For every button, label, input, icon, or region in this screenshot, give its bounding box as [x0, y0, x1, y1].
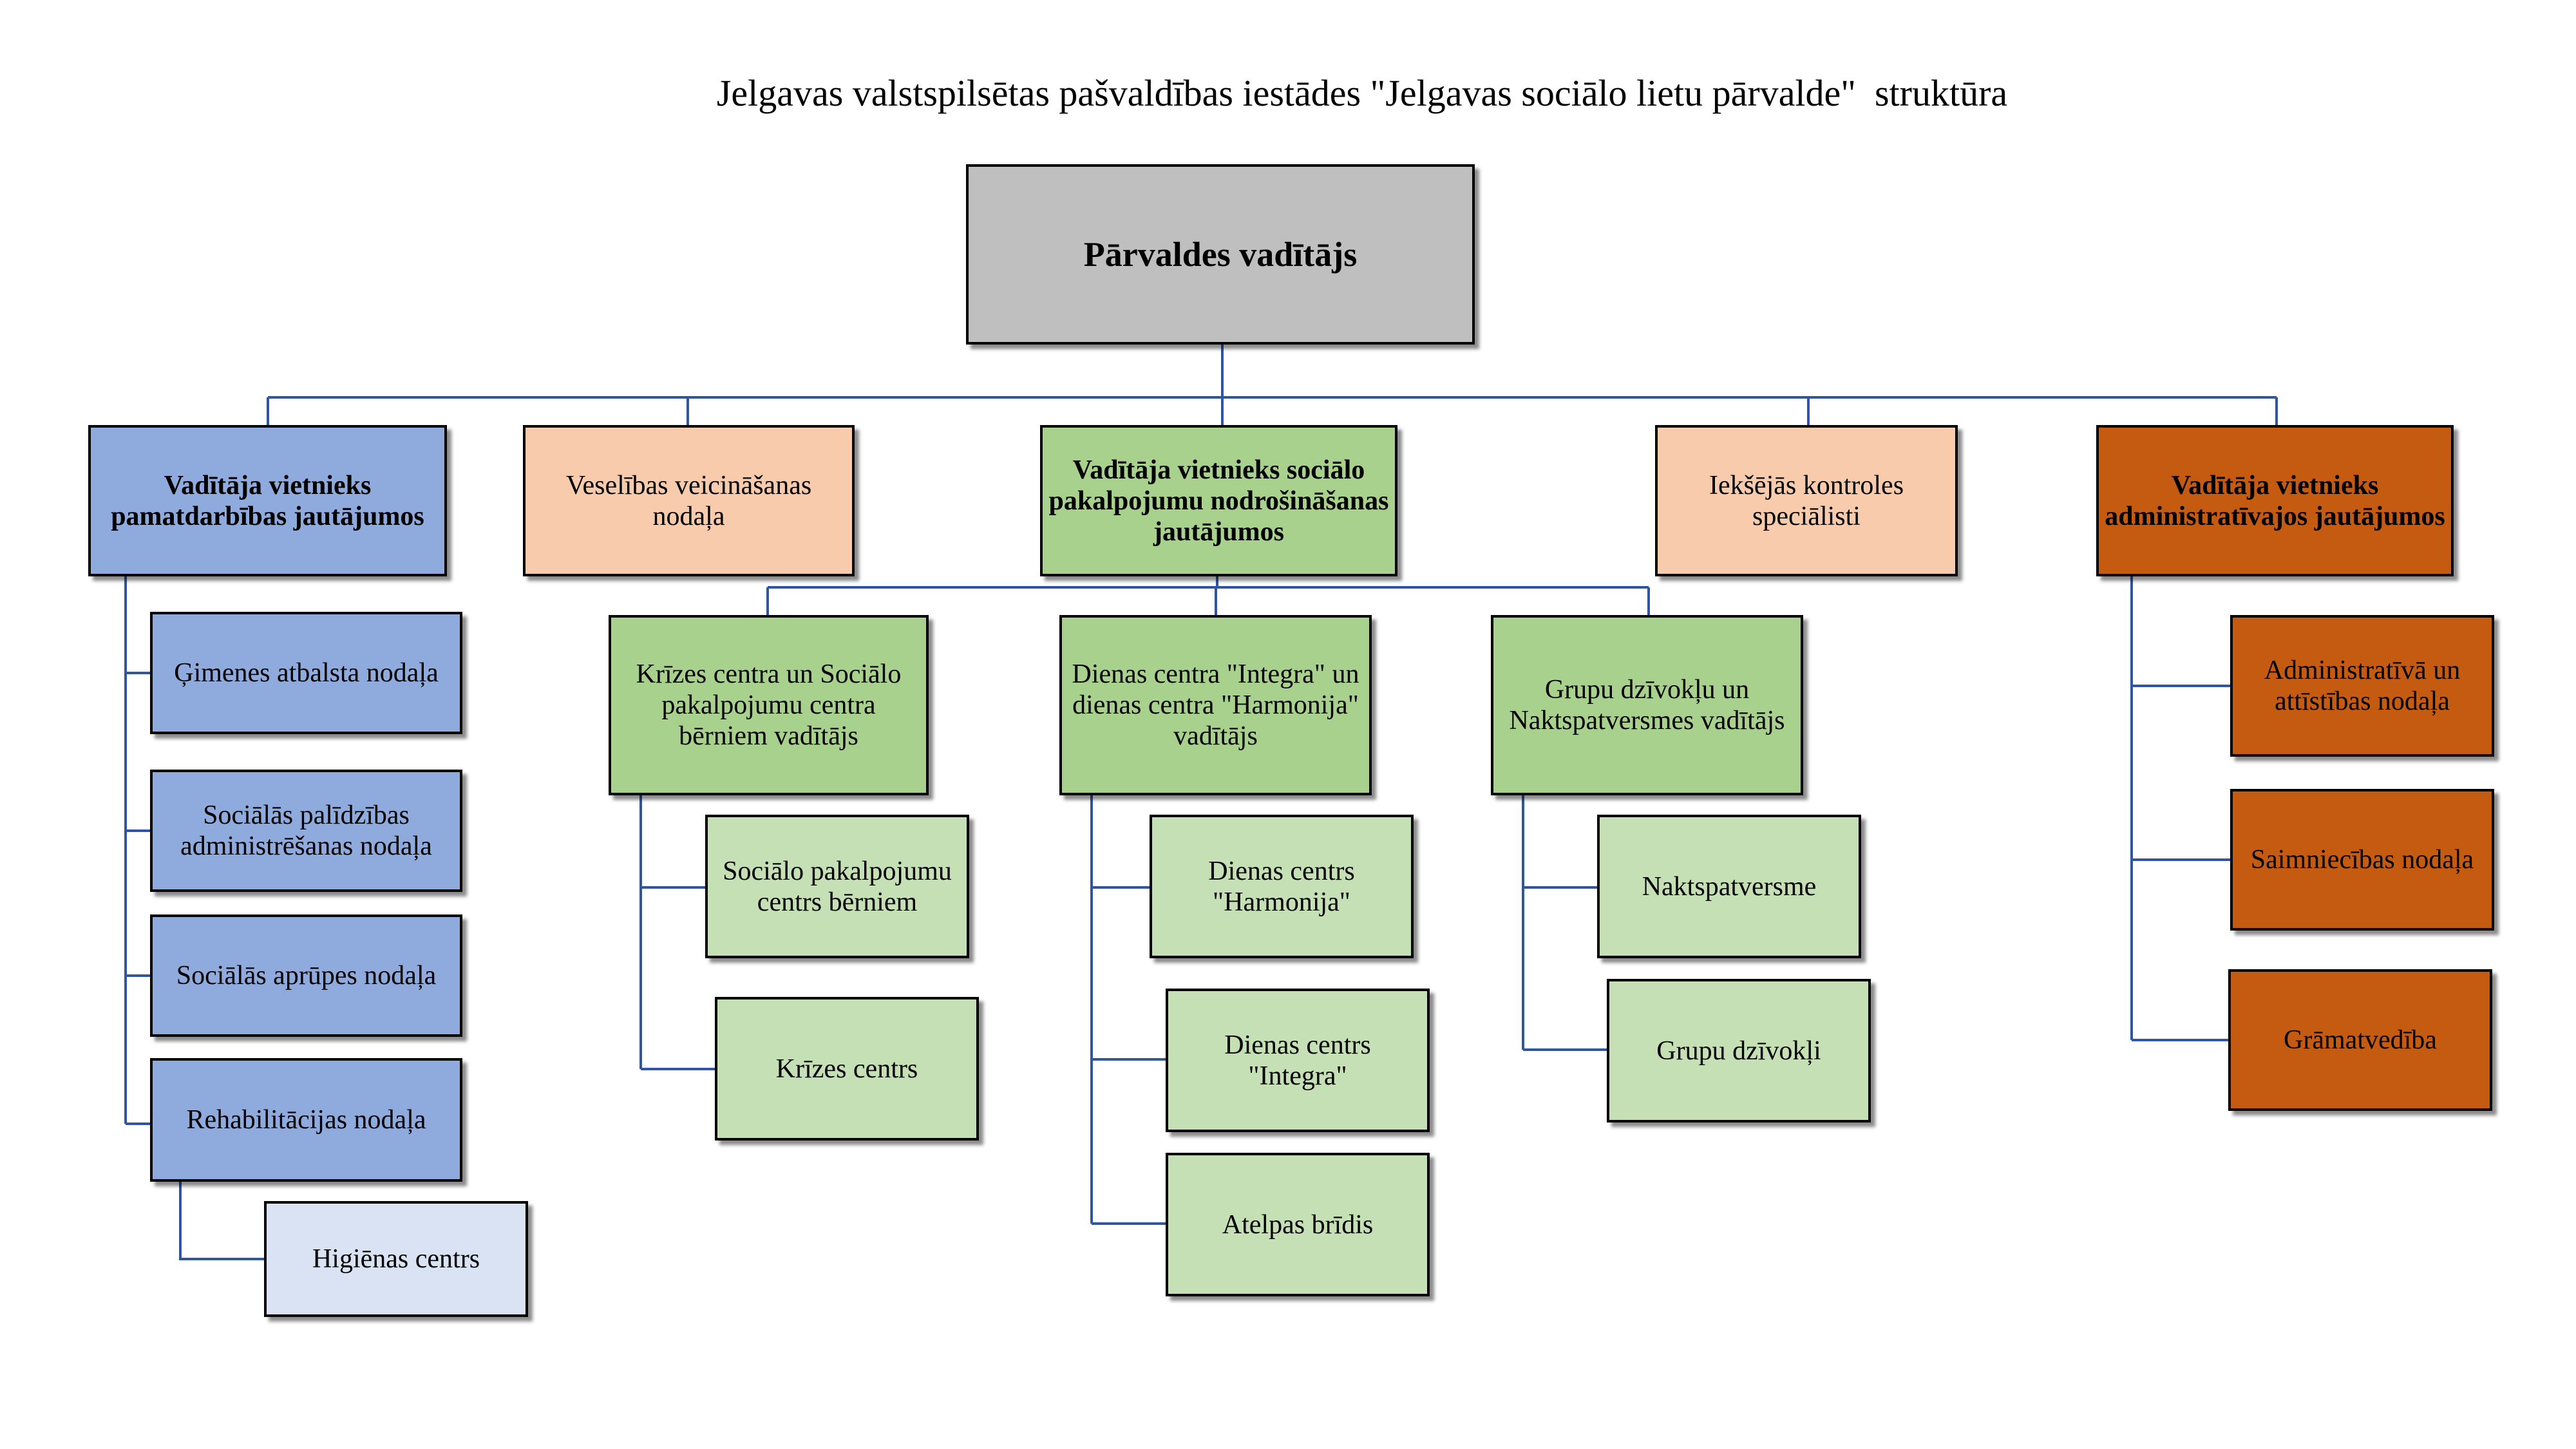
- connector-deputy-social: [766, 575, 1650, 615]
- node-atelpa: Atelpas brīdis: [1166, 1153, 1430, 1296]
- node-group-apartments: Grupu dzīvokļi: [1607, 979, 1871, 1122]
- connector-group-head: [1522, 795, 1607, 1051]
- node-health-promotion: Veselības veicināšanas nodaļa: [523, 425, 855, 576]
- connector-root-bus: [267, 345, 2278, 425]
- node-family-support: Ģimenes atbalsta nodaļa: [150, 612, 462, 734]
- node-rehabilitation: Rehabilitācijas nodaļa: [150, 1058, 462, 1182]
- node-household: Saimniecības nodaļa: [2230, 789, 2494, 931]
- diagram-title: Jelgavas valstspilsētas pašvaldības iest…: [716, 72, 2008, 114]
- node-crisis-center: Krīzes centrs: [715, 997, 979, 1141]
- node-children-center: Sociālo pakalpojumu centrs bērniem: [705, 815, 969, 958]
- node-crisis-head: Krīzes centra un Sociālo pakalpojumu cen…: [609, 615, 929, 795]
- connector-deputy-core: [124, 575, 150, 1125]
- node-root: Pārvaldes vadītājs: [966, 164, 1475, 345]
- node-deputy-admin: Vadītāja vietnieks administratīvajos jau…: [2096, 425, 2454, 576]
- node-internal-control: Iekšējās kontroles speciālisti: [1655, 425, 1958, 576]
- node-integra: Dienas centrs "Integra": [1166, 989, 1430, 1132]
- node-social-care: Sociālās aprūpes nodaļa: [150, 914, 462, 1037]
- node-night-shelter: Naktspatversme: [1597, 815, 1861, 958]
- node-social-assistance: Sociālās palīdzības administrēšanas noda…: [150, 770, 462, 892]
- node-group-head: Grupu dzīvokļu un Naktspatversmes vadītā…: [1491, 615, 1803, 795]
- node-deputy-core: Vadītāja vietnieks pamatdarbības jautāju…: [88, 425, 447, 576]
- connector-deputy-admin: [2130, 575, 2230, 1041]
- node-admin-development: Administratīvā un attīstības nodaļa: [2230, 615, 2494, 757]
- node-accounting: Grāmatvedība: [2228, 969, 2492, 1111]
- node-harmonija: Dienas centrs "Harmonija": [1150, 815, 1414, 958]
- connector-crisis-head: [639, 795, 715, 1070]
- node-day-center-head: Dienas centra "Integra" un dienas centra…: [1059, 615, 1372, 795]
- node-deputy-social: Vadītāja vietnieks sociālo pakalpojumu n…: [1040, 425, 1397, 576]
- node-hygiene-center: Higiēnas centrs: [264, 1201, 528, 1317]
- connector-day-head: [1090, 795, 1166, 1225]
- connector-rehabilitation: [179, 1182, 264, 1260]
